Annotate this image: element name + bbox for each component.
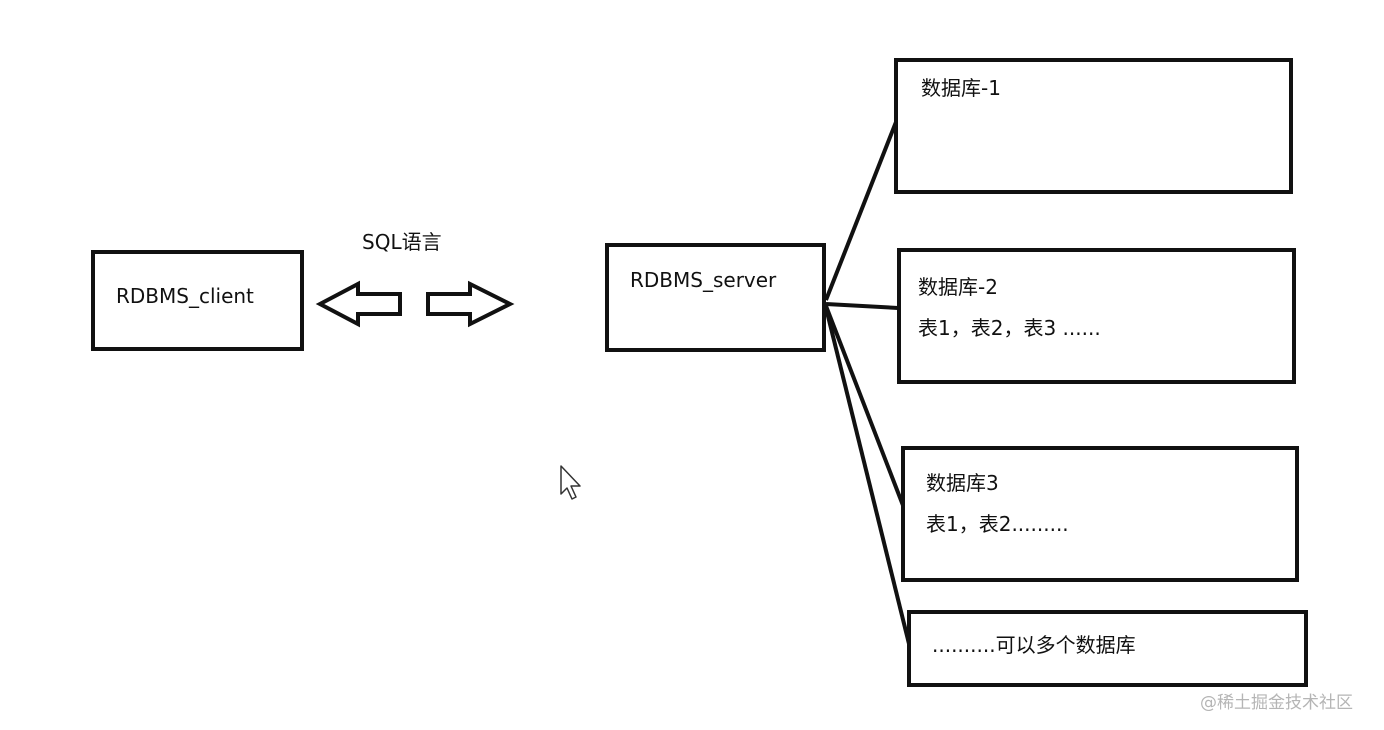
database-box-1 — [894, 58, 1293, 194]
database-box-2 — [897, 248, 1296, 384]
watermark: @稀土掘金技术社区 — [1200, 693, 1353, 713]
connector-server-db1 — [824, 121, 898, 301]
double-arrow-left-icon — [315, 280, 402, 328]
database-box-more — [907, 610, 1308, 687]
rdbms-client-label: RDBMS_client — [116, 284, 254, 308]
rdbms-server-label: RDBMS_server — [630, 268, 777, 292]
database-3-title: 数据库3 — [926, 471, 999, 495]
rdbms-client-box — [91, 250, 304, 351]
database-2-tables: 表1，表2，表3 ...... — [918, 316, 1101, 340]
database-more-label: ..........可以多个数据库 — [932, 633, 1136, 657]
database-3-tables: 表1，表2......... — [926, 512, 1069, 536]
mouse-cursor-icon — [560, 465, 581, 500]
double-arrow-right-icon — [426, 280, 515, 328]
connector-server-db4 — [824, 307, 914, 657]
connector-server-db2 — [825, 302, 899, 310]
connector-server-db3 — [824, 305, 906, 509]
database-box-3 — [901, 446, 1299, 582]
sql-language-label: SQL语言 — [362, 230, 442, 254]
rdbms-server-box — [605, 243, 826, 352]
database-2-title: 数据库-2 — [918, 275, 998, 299]
database-1-title: 数据库-1 — [921, 76, 1001, 100]
